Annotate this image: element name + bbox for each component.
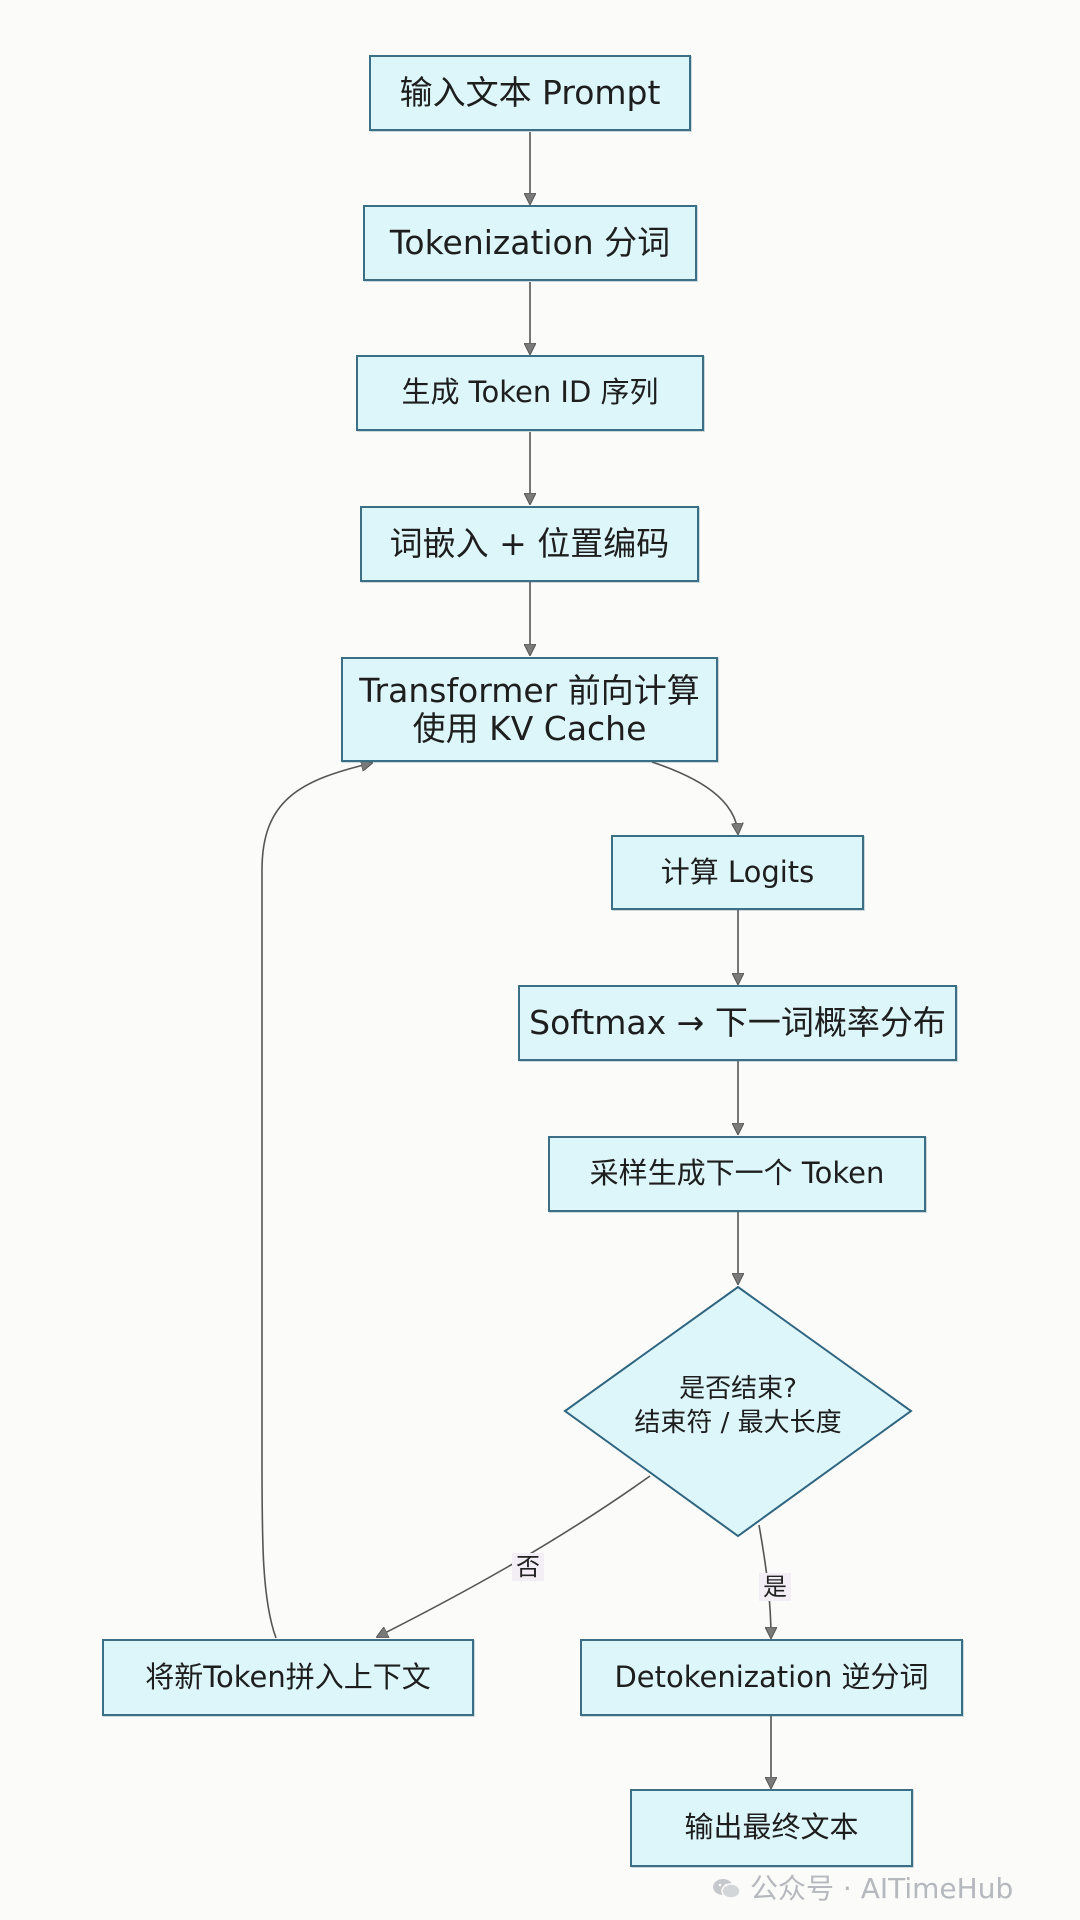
node-tokenization-label: Tokenization 分词	[389, 223, 671, 263]
node-tokenization: Tokenization 分词	[363, 205, 697, 281]
edge-label-yes: 是	[759, 1573, 791, 1602]
decision-text: 是否结束? 结束符 / 最大长度	[598, 1373, 878, 1441]
node-input-prompt-label: 输入文本 Prompt	[399, 73, 661, 113]
node-softmax: Softmax → 下一词概率分布	[518, 985, 957, 1061]
node-detokenization: Detokenization 逆分词	[580, 1639, 963, 1716]
node-logits: 计算 Logits	[611, 835, 864, 910]
node-token-ids-label: 生成 Token ID 序列	[401, 375, 659, 410]
node-logits-label: 计算 Logits	[660, 854, 815, 889]
node-token-ids: 生成 Token ID 序列	[356, 355, 704, 431]
decision-diamond	[563, 1285, 913, 1538]
node-detokenization-label: Detokenization 逆分词	[614, 1659, 929, 1694]
wechat-icon	[712, 1875, 742, 1899]
node-embedding: 词嵌入 + 位置编码	[360, 506, 699, 582]
decision-label-line2: 结束符 / 最大长度	[634, 1407, 842, 1438]
decision-label-line1: 是否结束?	[679, 1374, 797, 1404]
node-append-token-label: 将新Token拼入上下文	[145, 1659, 431, 1694]
node-transformer: Transformer 前向计算 使用 KV Cache	[341, 657, 718, 762]
watermark: 公众号 · AITimeHub	[712, 1867, 1013, 1907]
node-output-label: 输出最终文本	[684, 1810, 859, 1845]
node-sampling: 采样生成下一个 Token	[548, 1136, 926, 1212]
edge-label-no: 否	[512, 1553, 544, 1582]
node-embedding-label: 词嵌入 + 位置编码	[389, 524, 670, 564]
node-input-prompt: 输入文本 Prompt	[369, 55, 691, 131]
node-transformer-label-line2: 使用 KV Cache	[412, 708, 647, 748]
node-transformer-label-line1: Transformer 前向计算	[359, 670, 700, 710]
node-output: 输出最终文本	[630, 1789, 913, 1867]
node-sampling-label: 采样生成下一个 Token	[589, 1156, 885, 1191]
watermark-text: 公众号 · AITimeHub	[750, 1872, 1014, 1905]
arrow-transformer-to-logits	[651, 761, 738, 834]
node-softmax-label: Softmax → 下一词概率分布	[529, 1003, 946, 1043]
arrow-loop-back-to-transformer	[261, 763, 372, 1639]
node-append-token: 将新Token拼入上下文	[102, 1639, 474, 1716]
